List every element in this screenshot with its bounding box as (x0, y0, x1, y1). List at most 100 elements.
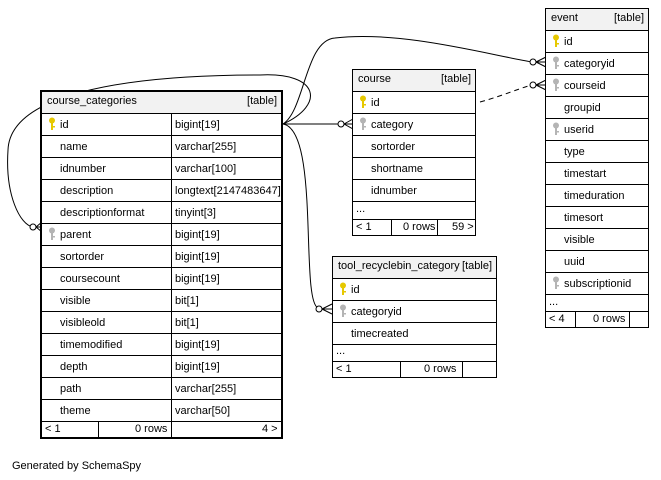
column-name: id (351, 284, 360, 296)
crows-foot-recyclebin-categoryid (315, 303, 333, 315)
foreign-key-icon (552, 276, 560, 290)
table-header: event [table] (546, 9, 648, 31)
table-header: course_categories [table] (42, 92, 281, 114)
more-columns: ... (356, 203, 366, 215)
crows-foot-course-category (337, 118, 354, 130)
column-name: visibleold (60, 317, 106, 329)
footer-next[interactable]: 4 > (262, 423, 278, 435)
column-row[interactable]: id (353, 92, 475, 114)
column-name: coursecount (60, 273, 120, 285)
crows-foot-event-courseid (529, 79, 547, 91)
column-name: timecreated (351, 328, 409, 340)
table-type: [table] (614, 12, 644, 24)
column-name: depth (60, 361, 88, 373)
table-type: [table] (462, 260, 492, 272)
column-name: timeduration (564, 190, 625, 202)
column-type: bigint[19] (171, 114, 220, 135)
column-row[interactable]: id (333, 279, 496, 301)
footer-row-count: 0 rows (593, 313, 626, 325)
table-type: [table] (441, 73, 471, 85)
column-name: userid (564, 124, 594, 136)
footer-row-count: 0 rows (424, 363, 457, 375)
footer-prev[interactable]: < 1 (336, 363, 352, 375)
table-name: course (358, 73, 392, 85)
column-name: parent (60, 229, 92, 241)
column-row[interactable]: idnumber (353, 180, 475, 202)
table-header: tool_recyclebin_category [table] (333, 257, 496, 279)
table-footer: < 4 0 rows (546, 311, 648, 327)
column-type: bit[1] (171, 312, 199, 333)
column-row[interactable]: category (353, 114, 475, 136)
crows-foot-self-parent (29, 221, 43, 233)
column-row[interactable]: subscriptionid (546, 273, 648, 295)
table-type: [table] (247, 95, 277, 107)
more-columns: ... (549, 296, 559, 308)
column-row[interactable]: idnumber varchar[100] (42, 158, 281, 180)
column-row[interactable]: parent bigint[19] (42, 224, 281, 246)
column-name: uuid (564, 256, 585, 268)
column-name: subscriptionid (564, 278, 632, 290)
column-type: bigint[19] (171, 268, 220, 289)
column-row[interactable]: id (546, 31, 648, 53)
table-footer: < 1 0 rows 59 > (353, 219, 475, 235)
column-type: bigint[19] (171, 356, 220, 377)
column-row[interactable]: categoryid (546, 53, 648, 75)
table-tool-recyclebin-category[interactable]: tool_recyclebin_category [table] id categ… (332, 256, 497, 378)
column-row[interactable]: categoryid (333, 301, 496, 323)
footer-prev[interactable]: < 1 (356, 221, 372, 233)
relation-line-event-categoryid (282, 35, 533, 125)
column-row[interactable]: timesort (546, 207, 648, 229)
column-name: groupid (564, 102, 601, 114)
column-type: bigint[19] (171, 246, 220, 267)
footer-prev[interactable]: < 1 (45, 423, 61, 435)
column-row[interactable]: visibleold bit[1] (42, 312, 281, 334)
column-row[interactable]: groupid (546, 97, 648, 119)
crows-foot-event-categoryid (529, 56, 547, 68)
column-row[interactable]: timecreated (333, 323, 496, 345)
column-name: name (60, 141, 88, 153)
column-row[interactable]: timestart (546, 163, 648, 185)
column-type: bigint[19] (171, 224, 220, 245)
column-type: bit[1] (171, 290, 199, 311)
column-row[interactable]: uuid (546, 251, 648, 273)
column-row[interactable]: id bigint[19] (42, 114, 281, 136)
column-name: categoryid (351, 306, 402, 318)
column-row[interactable]: sortorder (353, 136, 475, 158)
column-name: idnumber (60, 163, 106, 175)
footer-next[interactable]: 59 > (452, 221, 474, 233)
column-name: id (60, 119, 69, 131)
table-footer: < 1 0 rows 4 > (42, 421, 281, 437)
column-type: varchar[100] (171, 158, 236, 179)
column-name: description (60, 185, 114, 197)
primary-key-icon (359, 95, 367, 109)
column-row[interactable]: courseid (546, 75, 648, 97)
column-row[interactable]: userid (546, 119, 648, 141)
column-type: longtext[2147483647] (171, 180, 281, 201)
column-name: theme (60, 405, 91, 417)
primary-key-icon (48, 117, 56, 131)
table-footer: < 1 0 rows (333, 361, 496, 377)
column-row[interactable]: type (546, 141, 648, 163)
footer-prev[interactable]: < 4 (549, 313, 565, 325)
column-row[interactable]: timeduration (546, 185, 648, 207)
footer-row-count: 0 rows (403, 221, 436, 233)
column-row[interactable]: visible (546, 229, 648, 251)
column-row[interactable]: shortname (353, 158, 475, 180)
column-name: timestart (564, 168, 607, 180)
column-row[interactable]: coursecount bigint[19] (42, 268, 281, 290)
foreign-key-icon (552, 78, 560, 92)
column-name: type (564, 146, 585, 158)
table-header: course [table] (353, 70, 475, 92)
column-row[interactable]: description longtext[2147483647] (42, 180, 281, 202)
column-row[interactable]: depth bigint[19] (42, 356, 281, 378)
